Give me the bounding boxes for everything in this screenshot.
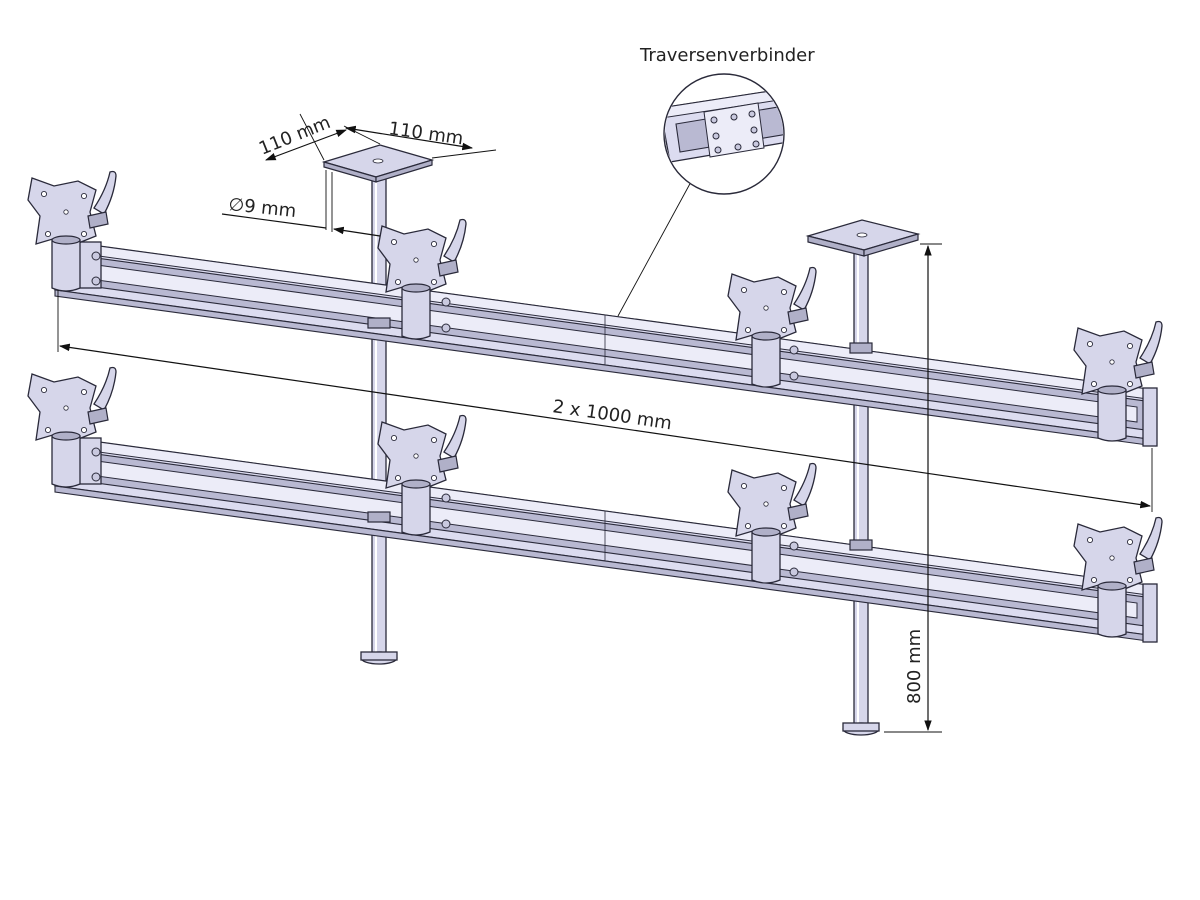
plate-width-label: 110 mm [387, 118, 464, 149]
dimension-height: 800 mm [884, 243, 942, 733]
hole-diameter-label: ∅9 mm [227, 194, 297, 222]
rail-length-label: 2 x 1000 mm [551, 396, 673, 434]
height-label: 800 mm [904, 629, 925, 704]
connector-detail: Traversenverbinder [617, 45, 815, 317]
post-collar [849, 539, 873, 551]
upright-post-left [321, 144, 435, 665]
upright-post-right [805, 219, 921, 736]
plate-depth-label: 110 mm [256, 112, 334, 160]
post-collar [367, 511, 391, 523]
dimension-hole: ∅9 mm [221, 170, 381, 237]
post-collar [367, 317, 391, 329]
lower-rail [52, 435, 1158, 643]
connector-label: Traversenverbinder [639, 45, 815, 66]
post-collar [849, 342, 873, 354]
